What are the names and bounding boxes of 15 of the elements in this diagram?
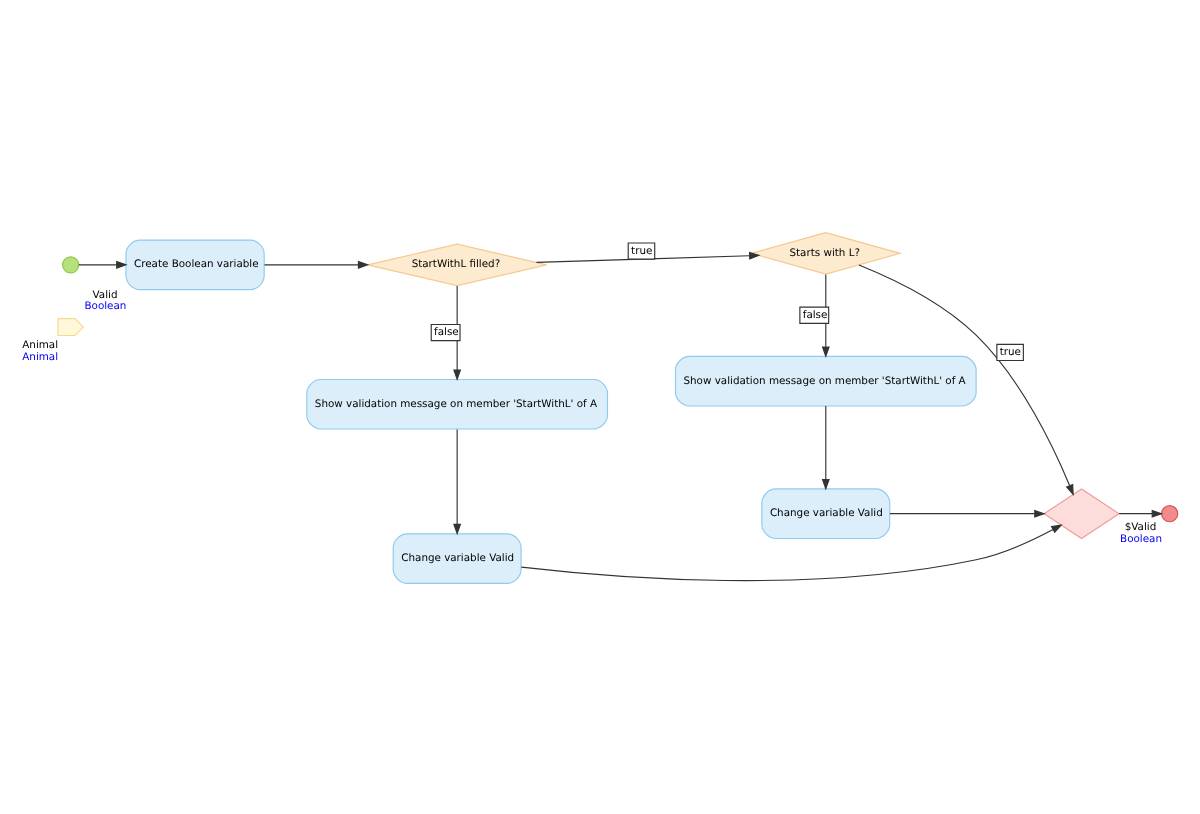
arrow bbox=[821, 272, 830, 357]
arrow bbox=[1118, 508, 1164, 517]
arrow bbox=[453, 284, 462, 381]
arrow bbox=[858, 263, 1074, 495]
arrow bbox=[453, 427, 462, 535]
node-circle bbox=[1161, 504, 1179, 522]
node-circle bbox=[62, 255, 80, 273]
arrow bbox=[520, 523, 1063, 581]
node-pentagon bbox=[57, 317, 85, 336]
arrow bbox=[78, 259, 128, 268]
node-diamond bbox=[1043, 487, 1121, 539]
arrow bbox=[263, 259, 370, 268]
arrow bbox=[889, 508, 1046, 517]
arrow bbox=[821, 404, 830, 490]
arrow bbox=[535, 250, 761, 262]
